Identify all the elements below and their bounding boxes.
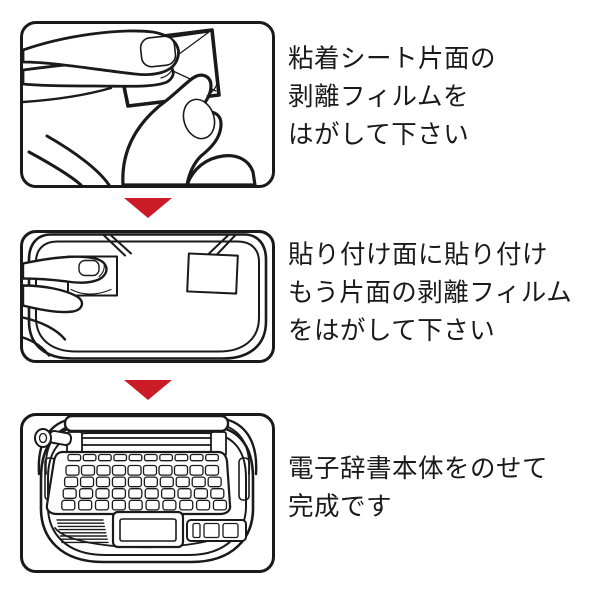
caption-line: をはがして下さい — [288, 317, 496, 345]
caption-line: 剥離フィルムを — [288, 83, 469, 111]
peel-film-illustration — [23, 28, 257, 185]
caption-line: 貼り付け面に貼り付け — [288, 241, 549, 269]
step3-illustration-frame — [20, 413, 275, 573]
speaker-grille — [56, 519, 109, 544]
dictionary-in-case-illustration — [34, 416, 258, 564]
down-arrow-triangle — [124, 198, 172, 218]
step3-caption: 電子辞書本体をのせて 完成です — [288, 450, 548, 526]
step2-caption: 貼り付け面に貼り付け もう片面の剥離フィルム をはがして下さい — [288, 236, 572, 350]
caption-line: 粘着シート片面の — [288, 45, 497, 73]
keyboard-keys — [61, 453, 228, 511]
down-arrow-icon — [124, 198, 172, 218]
step2-illustration-frame — [20, 230, 275, 363]
down-arrow-triangle — [124, 380, 172, 400]
caption-line: はがして下さい — [288, 121, 470, 149]
caption-line: 電子辞書本体をのせて — [288, 455, 549, 483]
apply-sheet-illustration — [23, 233, 268, 360]
step1-illustration-frame — [20, 21, 275, 188]
down-arrow-icon — [124, 380, 172, 400]
step1-caption: 粘着シート片面の 剥離フィルムを はがして下さい — [288, 40, 496, 154]
caption-line: 完成です — [288, 493, 393, 521]
caption-line: もう片面の剥離フィルム — [288, 279, 573, 307]
